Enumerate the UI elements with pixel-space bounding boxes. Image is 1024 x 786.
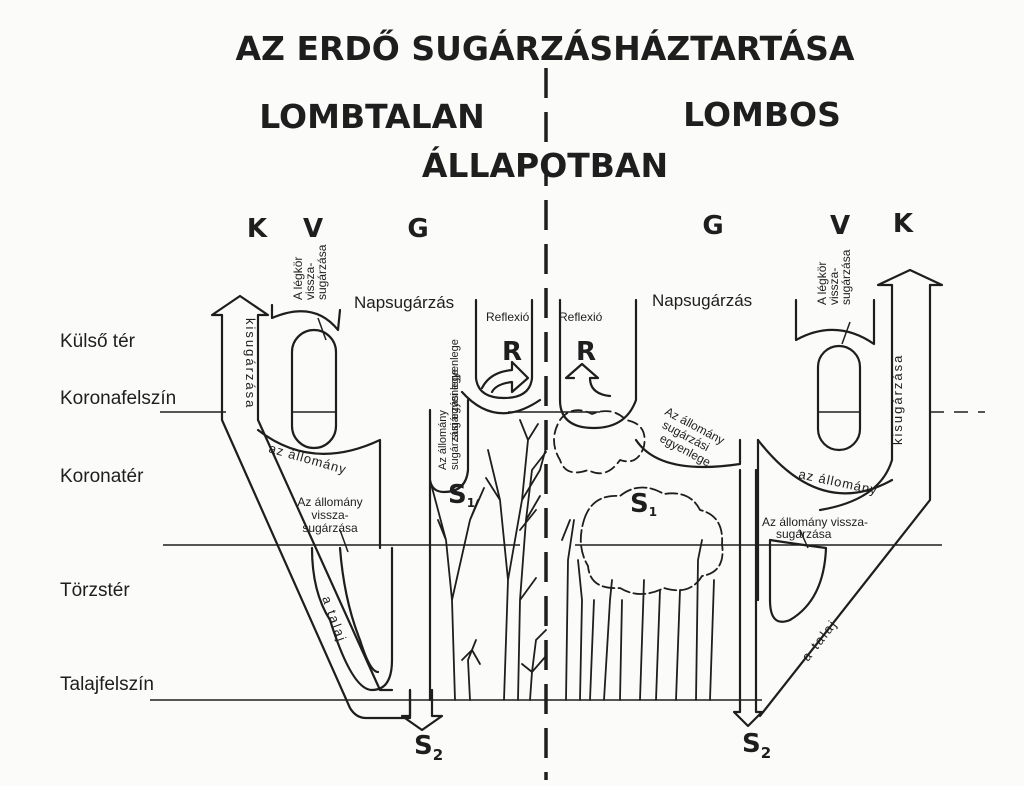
left-reflex-bowl [460,390,542,415]
left-g-funnel [474,298,534,400]
title-right: LOMBOS [683,95,841,134]
left-stand-return-u [310,546,394,692]
row-label-kulso-ter: Külső tér [60,331,136,352]
left-legkor-label: A légkör vissza- sugárzása [291,244,329,300]
svg-text:Az állomány: Az állomány [297,495,362,509]
svg-text:sugárzása: sugárzása [776,527,832,541]
svg-text:sugárzása: sugárzása [839,249,853,305]
left-stand-bowl [256,428,382,550]
svg-text:vissza-: vissza- [311,508,348,522]
left-vissza-leader [339,529,349,553]
right-v-leader [841,321,851,345]
svg-text:vissza-: vissza- [303,263,317,300]
left-reflexio-label: Reflexió [486,310,530,324]
left-s2-label: S2 [414,731,443,764]
right-v-capsule [816,344,862,452]
row-label-koronafelszin: Koronafelszín [60,388,176,409]
left-k-arrowhead [210,294,270,317]
svg-text:sugárzása: sugárzása [302,521,358,535]
left-r-label: R [502,337,522,367]
col-left-v: V [303,214,323,244]
left-s2-arrow [400,688,444,732]
right-s2-label: S2 [742,729,771,762]
right-leafy-trees [553,409,724,701]
right-vissza-label: Az állomány vissza- sugárzása [762,515,868,541]
svg-text:sugárzási egyenlege: sugárzási egyenlege [449,339,461,440]
right-g-funnel [558,298,638,430]
col-left-k: K [247,214,268,244]
main-title: AZ ERDŐ SUGÁRZÁSHÁZTARTÁSA [236,28,855,68]
svg-text:vissza-: vissza- [827,268,841,305]
left-bare-trees [429,419,547,701]
left-v-capsule [290,328,338,450]
col-left-g: G [407,214,428,244]
right-stand-bowl [756,438,894,495]
left-a-talaj-label: a talaj [319,594,350,645]
left-k-band-inner [256,313,394,692]
right-k-arrowhead [876,268,944,287]
right-legkor-label: A légkör vissza- sugárzása [815,249,853,305]
col-right-k: K [893,209,914,239]
col-right-v: V [830,211,850,241]
right-reflex-arrow [564,362,612,398]
right-reflexio-label: Reflexió [559,310,603,324]
row-label-koronater: Koronatér [60,466,144,487]
right-s1-label: S1 [630,489,657,519]
svg-text:Az állomány: Az állomány [437,410,449,470]
right-stand-return [768,538,828,623]
right-s2-arrow [732,468,764,728]
svg-text:Az állomány vissza-: Az állomány vissza- [762,515,868,529]
row-label-talajfelszin: Talajfelszín [60,674,154,695]
left-s1-label: S1 [448,480,475,510]
right-napsugarzas-label: Napsugárzás [652,291,752,310]
right-vissza-leader [799,529,809,549]
left-az-allomany-label: az állomány [267,440,348,477]
right-kisugarzasa-label: kisugárzása [890,354,905,445]
left-egyenleg-label: Az állomány sugárzási egyenlege [437,369,461,470]
right-r-label: R [576,337,596,367]
left-vissza-label: Az állomány vissza- sugárzása [297,495,362,535]
left-v-leader [317,317,327,341]
left-v-funnel [270,303,342,332]
left-kisugarzasa-label: kisugárzása [243,318,258,409]
right-k-band-outer [758,283,932,718]
left-egyenleg-label-upper: sugárzási egyenlege [449,339,461,440]
left-reflex-arrow [480,360,530,394]
row-label-torzster: Törzstér [60,580,130,601]
svg-text:A légkör: A légkör [291,257,305,300]
svg-text:A légkör: A légkör [815,262,829,305]
col-right-g: G [702,211,723,241]
svg-text:sugárzási egyenlege: sugárzási egyenlege [449,369,461,470]
left-napsugarzas-label: Napsugárzás [354,293,454,312]
right-v-funnel [794,298,876,346]
svg-text:sugárzása: sugárzása [315,244,329,300]
title-left: LOMBTALAN [259,97,485,136]
right-a-talaj-label: a talaj [799,616,841,664]
right-s1-bowl [634,438,742,469]
left-stand-return-u-inner [338,546,380,674]
left-k-band-outer [220,313,412,720]
